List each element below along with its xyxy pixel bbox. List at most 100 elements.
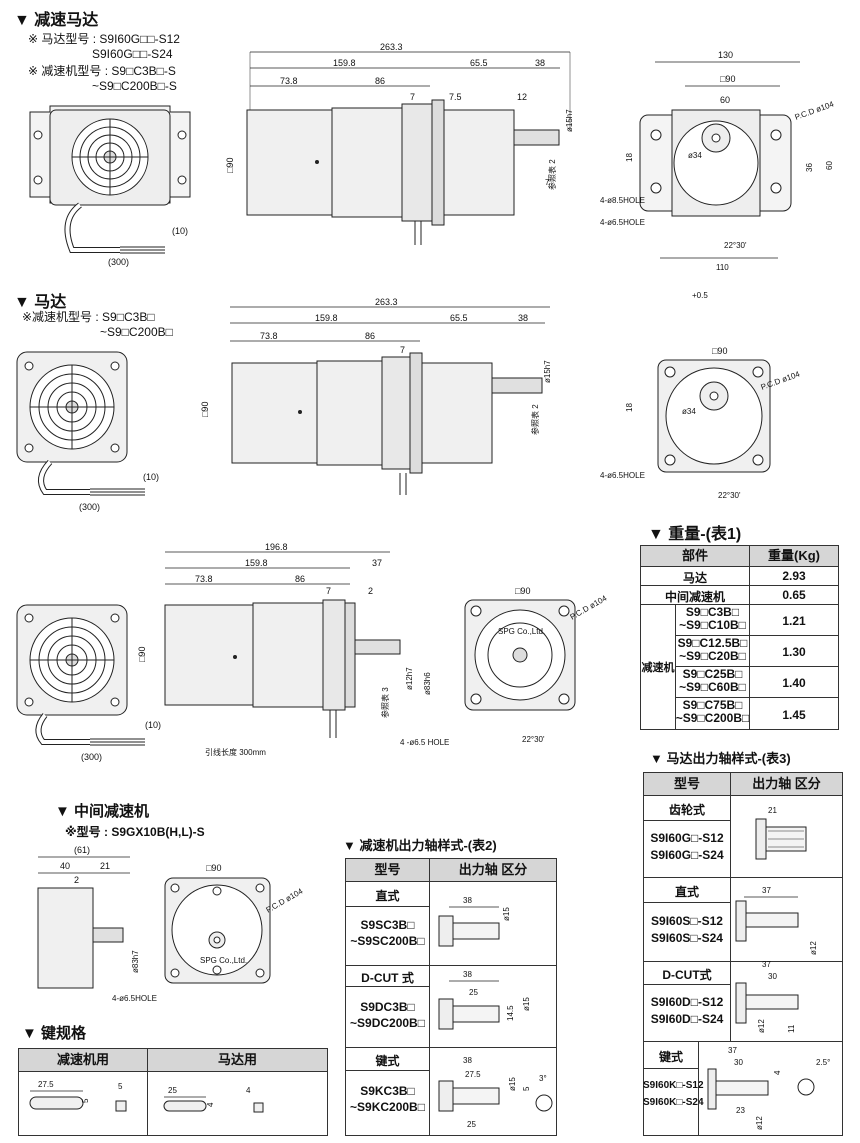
- t3-dcut-m1: S9I60D□-S12: [650, 995, 724, 1009]
- m3-front-angle: 22°30': [522, 735, 545, 744]
- m3-lead-length: 引线长度 300mm: [205, 747, 266, 757]
- t3-r2-a: 37: [762, 886, 771, 895]
- cable-length-dim: (300): [108, 257, 129, 267]
- weight-g2-l2: ~S9□C20B□: [679, 649, 746, 663]
- weight-g4-l2: ~S9□C200B□: [675, 711, 750, 725]
- mid-dim-40: 40: [60, 861, 70, 871]
- dim-7b: 7: [545, 178, 550, 187]
- m2-front-hole: 4-ø6.5HOLE: [600, 471, 645, 480]
- weight-g4-l1: S9□C75B□: [682, 698, 743, 712]
- motor-rear-view-2: (10) (300): [16, 351, 159, 512]
- m3-key-ref: 参照表 3: [380, 687, 390, 718]
- section-title-motor: ▼ 马达: [14, 294, 67, 311]
- t2-r1-b: ø15: [502, 907, 511, 921]
- t2-style-straight: 直式: [375, 889, 400, 903]
- t2-r2-d: ø15: [522, 997, 531, 1011]
- intermediate-gearhead-views: (61) 40 21 2 ø83h7 □90 SPG Co.,Ltd. P.C.…: [37, 845, 305, 1003]
- key-dim-5b: 5: [118, 1082, 123, 1091]
- m2-dim-65: 65.5: [450, 313, 468, 323]
- motor-rear-view-1: (10) (300): [29, 105, 191, 267]
- weight-g1-l2: ~S9□C10B□: [679, 618, 746, 632]
- m2-front-sq90: □90: [712, 346, 727, 356]
- motor-only-front-view: □90 SPG Co.,Ltd. P.C.D ø104 4 -ø6.5 HOLE…: [400, 586, 609, 747]
- key-dim-25: 25: [168, 1086, 177, 1095]
- key-dim-4b: 4: [246, 1086, 251, 1095]
- front-hole-65: 4-ø6.5HOLE: [600, 218, 645, 227]
- key-hdr-motor: 马达用: [147, 1048, 328, 1072]
- t2-r3-a: 38: [463, 1056, 472, 1065]
- front-dim-sq90: □90: [720, 74, 735, 84]
- dim-12: 12: [517, 92, 527, 102]
- m3-dim-86: 86: [295, 574, 305, 584]
- motor-front-view: +0.5 □90 ø34 P.C.D ø104 18 4-ø6.5HOLE 22…: [600, 291, 802, 500]
- t3-r3-b: 30: [768, 972, 777, 981]
- motor-side-view: 263.3 159.8 65.5 38 73.8 86 7 □90 ø15h7 …: [200, 297, 552, 495]
- m3-cable-length: (300): [81, 752, 102, 762]
- dim-7-5: 7.5: [449, 92, 462, 102]
- m2-dim-263: 263.3: [375, 297, 398, 307]
- t2-r3-b: 27.5: [465, 1070, 481, 1079]
- t2-hdr-shaft: 出力轴 区分: [429, 858, 557, 882]
- t2-straight-m2: ~S9SC200B□: [350, 934, 425, 948]
- dim-263: 263.3: [380, 42, 403, 52]
- dim-65: 65.5: [470, 58, 488, 68]
- t3-straight-m1: S9I60S□-S12: [651, 914, 723, 928]
- weight-row-motor-kg: 2.93: [782, 569, 806, 583]
- table3-title: ▼ 马达出力轴样式-(表3): [650, 751, 791, 766]
- section-title-geared-motor: ▼ 减速马达: [14, 12, 99, 29]
- weight-row-motor-label: 马达: [682, 571, 707, 585]
- t3-r3-a: 37: [762, 960, 771, 969]
- dim-86: 86: [375, 76, 385, 86]
- weight-g1-l1: S9□C3B□: [685, 605, 740, 619]
- t2-dcut-m1: S9DC3B□: [360, 1000, 415, 1014]
- front-pcd: P.C.D ø104: [794, 99, 836, 122]
- gearhead-model-note-2: ~S9□C200B□-S: [92, 79, 177, 93]
- dim-sq90: □90: [225, 158, 235, 173]
- dim-73: 73.8: [280, 76, 298, 86]
- weight-group-gearhead: 减速机: [641, 662, 675, 674]
- t2-r3-c: 25: [467, 1120, 476, 1129]
- weight-g2-l1: S9□C12.5B□: [677, 636, 748, 650]
- table2-title: ▼ 减速机出力轴样式-(表2): [343, 838, 497, 853]
- m2-shaft: ø15h7: [543, 360, 552, 383]
- t2-r3-d: ø15: [508, 1077, 517, 1091]
- key-dim-27-5: 27.5: [38, 1080, 54, 1089]
- t3-style-gear: 齿轮式: [668, 803, 705, 817]
- front-dim-130: 130: [718, 50, 733, 60]
- m2-dim-38: 38: [518, 313, 528, 323]
- m2-cable-length: (300): [79, 502, 100, 512]
- m2-front-tiny: +0.5: [692, 291, 708, 300]
- m3-cable-tip: (10): [145, 720, 161, 730]
- t3-style-straight: 直式: [674, 885, 699, 899]
- key-dim-4a: 4: [206, 1102, 215, 1107]
- dim-7a: 7: [410, 92, 415, 102]
- t2-style-key: 键式: [375, 1054, 400, 1068]
- weight-row-mid-label: 中间减速机: [664, 590, 725, 604]
- m2-cable-tip: (10): [143, 472, 159, 482]
- m2-dim-159: 159.8: [315, 313, 338, 323]
- mid-sq90: □90: [206, 863, 221, 873]
- mid-dim-2: 2: [74, 875, 79, 885]
- m2-dim-73: 73.8: [260, 331, 278, 341]
- motor-model-note: ※ 马达型号 : S9I60G□□-S12: [28, 32, 180, 46]
- front-dim-60: 60: [720, 95, 730, 105]
- t2-r2-a: 38: [463, 970, 472, 979]
- m2-front-34: ø34: [682, 407, 696, 416]
- dim-38: 38: [535, 58, 545, 68]
- t3-r4-c: 23: [736, 1106, 745, 1115]
- t3-r3-d: 11: [787, 1024, 796, 1033]
- t3-r4-d: ø12: [755, 1116, 764, 1130]
- t3-key-m2: S9I60K□-S24: [643, 1097, 704, 1108]
- t3-r4-f: 2.5°: [816, 1058, 830, 1067]
- m3-shaft: ø12h7: [405, 667, 414, 690]
- t2-key-m2: ~S9KC200B□: [350, 1100, 425, 1114]
- motor-rear-view-3: (10) (300): [16, 604, 161, 762]
- mid-dim-21: 21: [100, 861, 110, 871]
- m2-dim-86: 86: [365, 331, 375, 341]
- motor-gearhead-note-2: ~S9□C200B□: [100, 325, 173, 339]
- front-dim-34: ø34: [688, 151, 702, 160]
- front-dim-18: 18: [625, 153, 634, 162]
- t3-gear-m1: S9I60G□-S12: [650, 831, 724, 845]
- t3-shaft-drawings: 21 37 ø12 37 30 ø12 11 37 30 23 ø12 4 2.…: [707, 806, 830, 1130]
- t2-r3-f: 3°: [539, 1074, 547, 1083]
